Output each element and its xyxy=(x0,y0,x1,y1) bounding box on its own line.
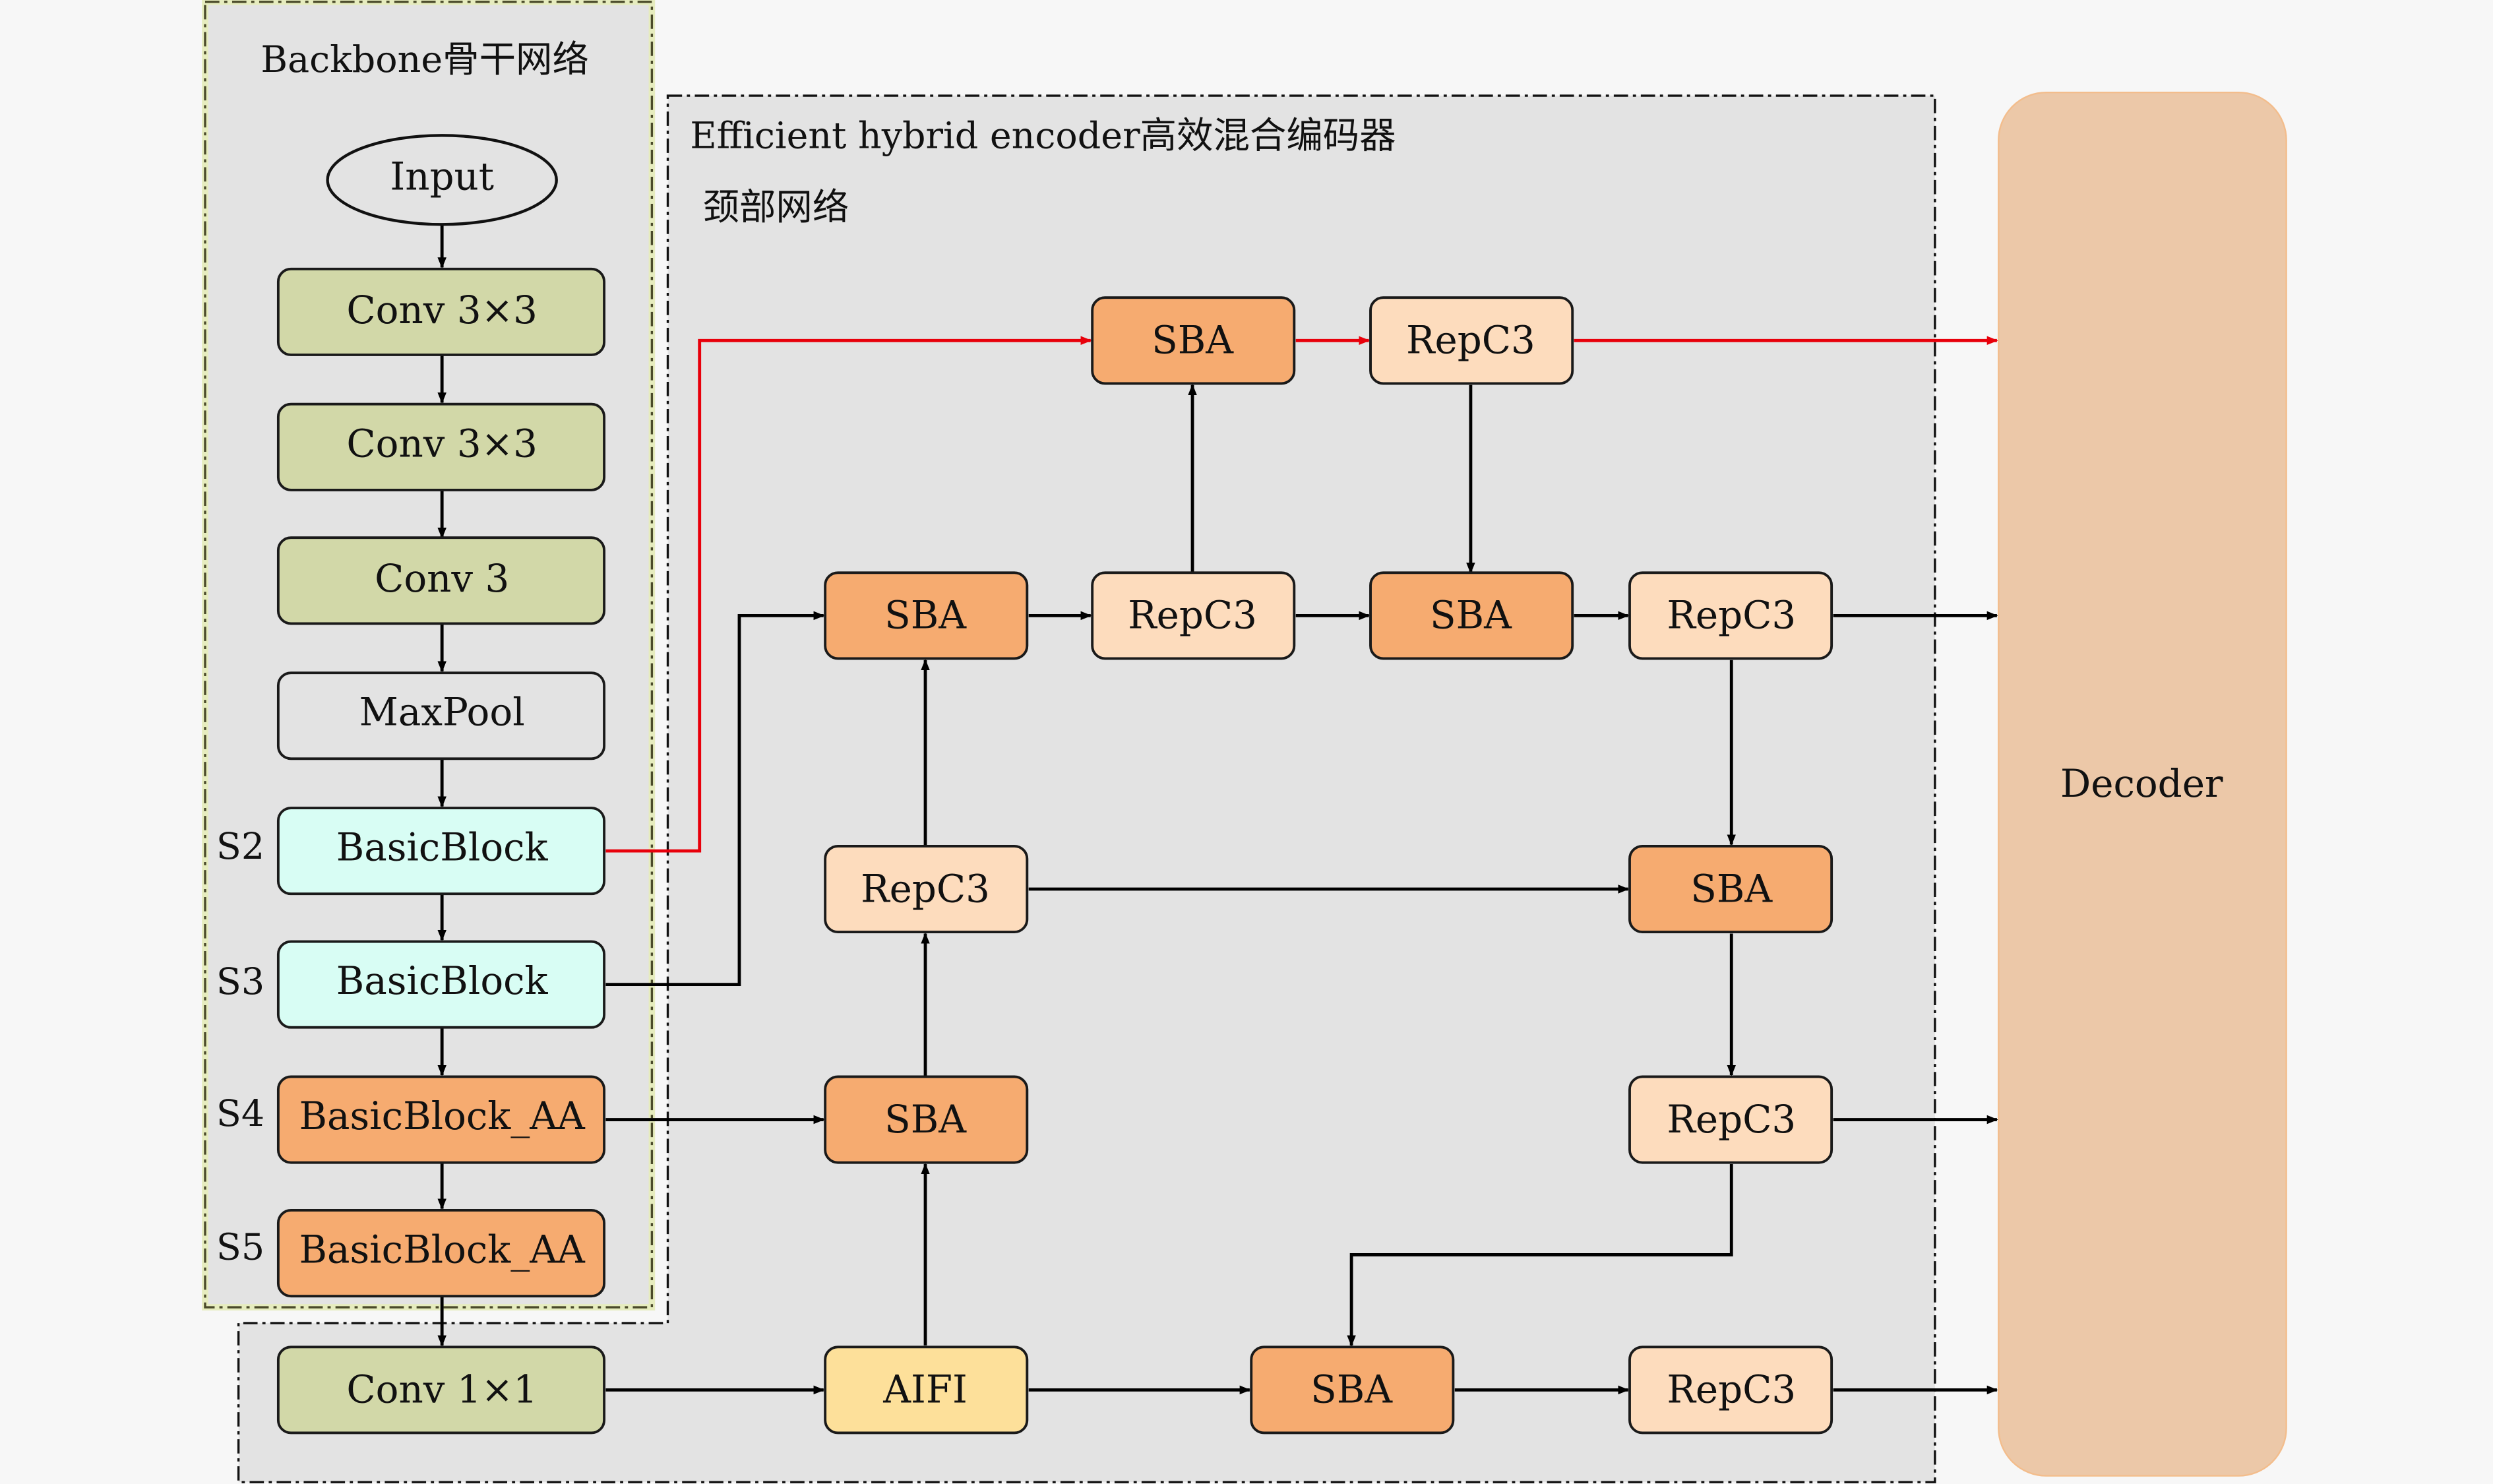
edge-repc3-lr-sba-bottom xyxy=(1347,1164,1733,1347)
sba-block-low-left[interactable]: SBA xyxy=(824,1075,1029,1164)
block-label: RepC3 xyxy=(861,866,990,911)
block-label: Conv 1×1 xyxy=(346,1367,537,1412)
encoder-title: Efficient hybrid encoder高效混合编码器 xyxy=(690,115,1396,158)
block-label: MaxPool xyxy=(359,690,525,735)
block-label: SBA xyxy=(1690,866,1773,911)
stage-label-s5: S5 xyxy=(216,1227,264,1269)
block-label: RepC3 xyxy=(1406,318,1535,363)
stage-label-s4: S4 xyxy=(216,1093,264,1135)
block-label: SBA xyxy=(884,593,967,638)
sba-block-bottom[interactable]: SBA xyxy=(1250,1345,1455,1435)
sba-block-mid-right[interactable]: SBA xyxy=(1369,571,1574,660)
block-label: RepC3 xyxy=(1667,593,1796,638)
block-label: BasicBlock_AA xyxy=(299,1094,586,1138)
sba-block-top[interactable]: SBA xyxy=(1091,296,1296,385)
sba-block-mid-left[interactable]: SBA xyxy=(824,571,1029,660)
edges xyxy=(437,224,1998,1395)
block-label: BasicBlock xyxy=(336,825,549,870)
repc3-block-lower-right[interactable]: RepC3 xyxy=(1628,1075,1833,1164)
stage-label-s2: S2 xyxy=(216,826,264,868)
block-label: Conv 3×3 xyxy=(346,288,537,332)
conv3x3-block-1[interactable]: Conv 3×3 xyxy=(276,267,605,356)
repc3-block-right[interactable]: RepC3 xyxy=(1628,571,1833,660)
repc3-block-mid[interactable]: RepC3 xyxy=(1091,571,1296,660)
block-label: SBA xyxy=(884,1097,967,1142)
basicblock-aa-s5[interactable]: BasicBlock_AA xyxy=(276,1209,605,1298)
input-label: Input xyxy=(390,154,494,199)
repc3-block-bottom[interactable]: RepC3 xyxy=(1628,1345,1833,1435)
input-node[interactable]: Input xyxy=(326,134,558,226)
basicblock-s3[interactable]: BasicBlock xyxy=(276,940,605,1029)
edge-s3-sba-mid xyxy=(605,611,825,987)
aifi-block[interactable]: AIFI xyxy=(824,1345,1029,1435)
edge-s2-sba-top xyxy=(605,336,1092,853)
block-label: BasicBlock_AA xyxy=(299,1227,586,1272)
block-label: BasicBlock xyxy=(336,958,549,1003)
repc3-block-left[interactable]: RepC3 xyxy=(824,844,1029,934)
block-label: RepC3 xyxy=(1667,1367,1796,1412)
conv3x3-block-2[interactable]: Conv 3×3 xyxy=(276,402,605,491)
block-label: Conv 3×3 xyxy=(346,421,537,466)
repc3-block-top[interactable]: RepC3 xyxy=(1369,296,1574,385)
block-label: Conv 3 xyxy=(375,556,509,601)
basicblock-s2[interactable]: BasicBlock xyxy=(276,807,605,896)
block-label: AIFI xyxy=(882,1367,968,1412)
stage-label-s3: S3 xyxy=(216,961,264,1003)
basicblock-aa-s4[interactable]: BasicBlock_AA xyxy=(276,1075,605,1164)
block-label: RepC3 xyxy=(1667,1097,1796,1142)
backbone-title: Backbone骨干网络 xyxy=(261,39,589,81)
encoder-panel: Efficient hybrid encoder高效混合编码器 颈部网络 xyxy=(237,94,1936,1483)
conv3-block-3[interactable]: Conv 3 xyxy=(276,536,605,625)
conv1x1-block[interactable]: Conv 1×1 xyxy=(276,1345,605,1435)
sba-block-right[interactable]: SBA xyxy=(1628,844,1833,934)
decoder-label: Decoder xyxy=(2060,761,2223,806)
block-label: RepC3 xyxy=(1128,593,1257,638)
decoder-block[interactable]: Decoder xyxy=(1998,92,2287,1477)
backbone-nodes: Input Conv 3×3 Conv 3×3 Conv 3 MaxPool B… xyxy=(216,134,605,1298)
encoder-nodes: Conv 1×1 AIFI SBA RepC3 SBA RepC3 SBA R xyxy=(276,296,1833,1435)
maxpool-block[interactable]: MaxPool xyxy=(276,671,605,760)
block-label: SBA xyxy=(1152,318,1234,363)
encoder-subtitle: 颈部网络 xyxy=(703,187,849,229)
block-label: SBA xyxy=(1310,1367,1393,1412)
block-label: SBA xyxy=(1430,593,1512,638)
